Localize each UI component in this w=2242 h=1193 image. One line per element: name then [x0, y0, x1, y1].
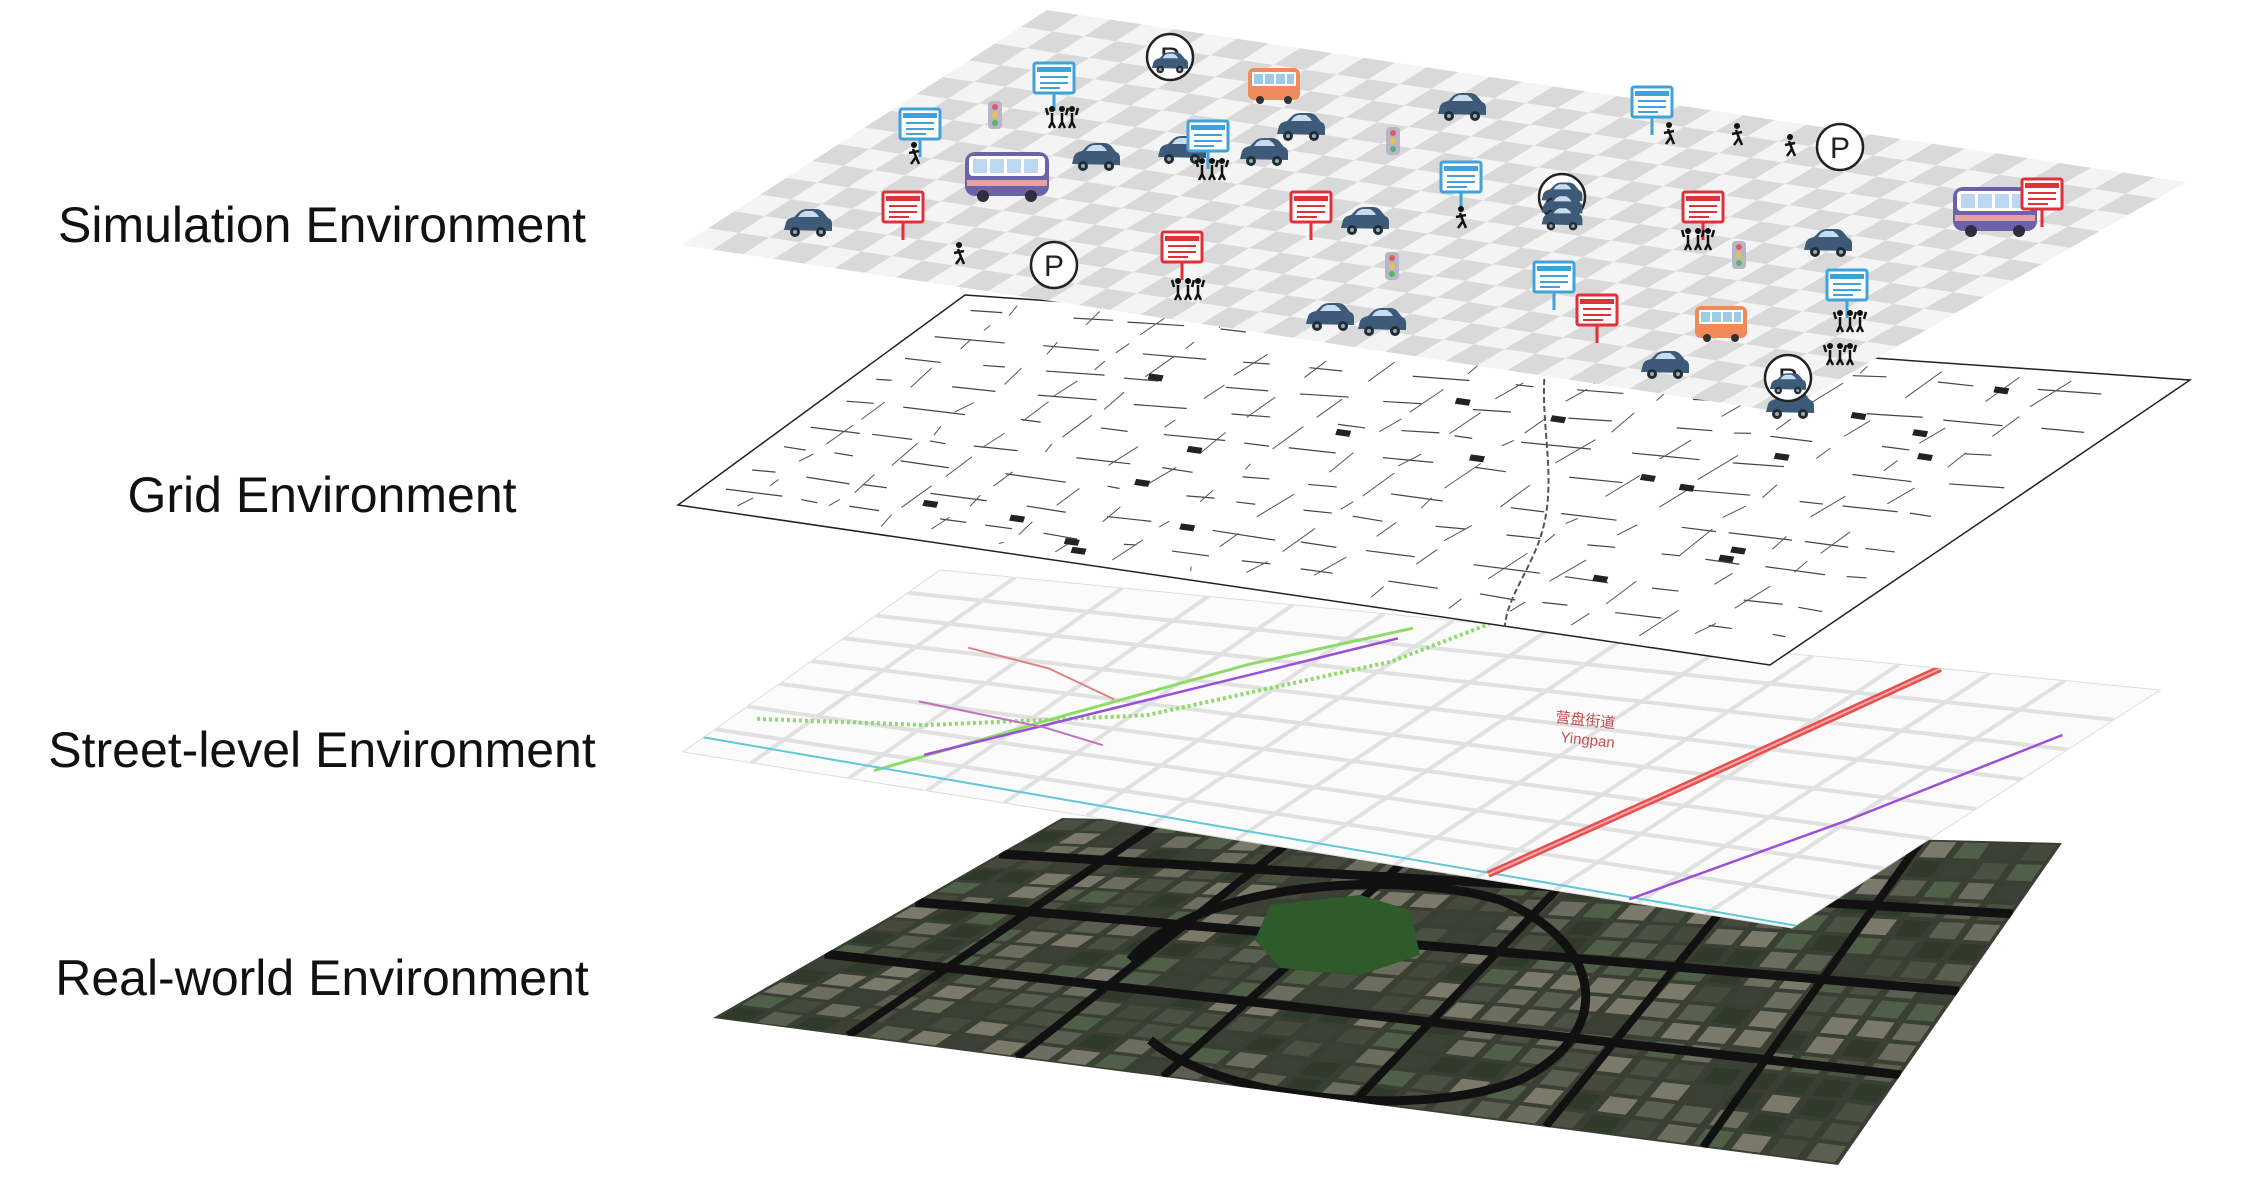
aerial-park: [1255, 895, 1420, 975]
grid-environment-label: Grid Environment: [127, 470, 516, 520]
pedestrian-group-icon: [1682, 228, 1714, 250]
street-level-environment-label: Street-level Environment: [48, 725, 595, 775]
bus-icon: [965, 152, 1049, 202]
pedestrian-group-icon: [1824, 343, 1856, 365]
parking-letter: P: [1044, 250, 1064, 283]
traffic-light-icon: [1732, 241, 1746, 269]
real-world-environment-label: Real-world Environment: [55, 953, 589, 1003]
simulation-environment-label: Simulation Environment: [58, 200, 586, 250]
parking-icon: P: [1765, 355, 1811, 401]
pedestrian-group-icon: [1834, 310, 1866, 332]
bus-icon: [1695, 306, 1747, 342]
traffic-light-icon: [1386, 127, 1400, 155]
traffic-light-icon: [988, 101, 1002, 129]
pedestrian-group-icon: [1196, 158, 1228, 180]
pedestrian-group-icon: [1172, 278, 1204, 300]
bus-icon: [1248, 68, 1300, 104]
pedestrian-group-icon: [1046, 106, 1078, 128]
parking-icon: P: [1031, 242, 1077, 288]
grid-road-segment: [876, 379, 891, 380]
parking-letter: P: [1830, 132, 1850, 165]
traffic-light-icon: [1385, 252, 1399, 280]
parking-icon: P: [1147, 34, 1193, 80]
parking-icon: P: [1817, 124, 1863, 170]
grid-road-segment: [1191, 567, 1192, 572]
